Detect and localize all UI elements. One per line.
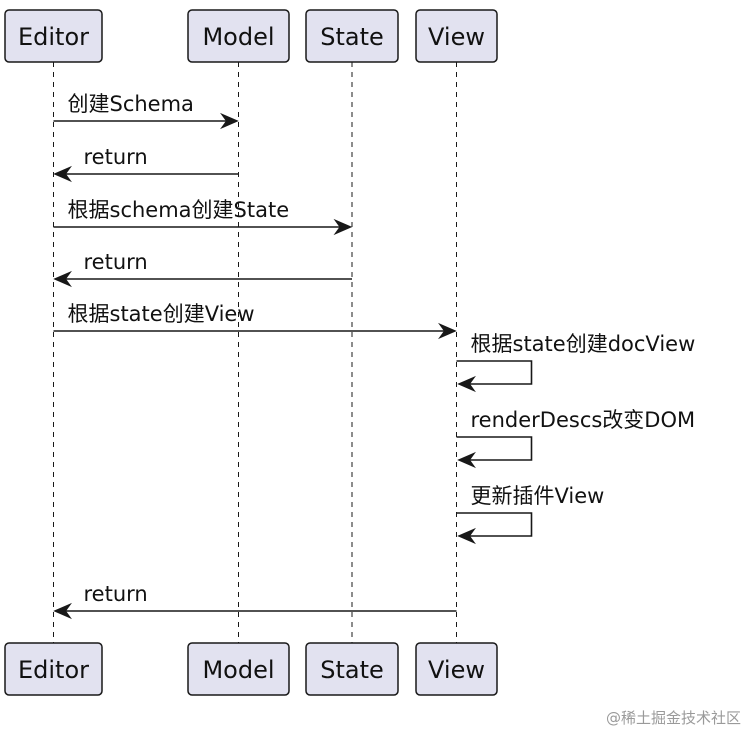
message-9: return [53, 582, 457, 620]
message-3: 根据schema创建State [53, 198, 353, 236]
message-label: return [84, 582, 148, 606]
watermark: @稀土掘金技术社区 [606, 709, 741, 727]
participants-top: Editor Model State View [4, 9, 498, 63]
participant-box-state-top [305, 9, 399, 63]
messages: 创建Schema return 根据schema创建State return 根据sta… [53, 92, 696, 620]
message-8: 更新插件View [456, 484, 605, 545]
arrow-head [53, 165, 72, 183]
participant-label-state-bottom: State [320, 656, 384, 684]
message-arrow-line [456, 512, 533, 537]
participant-box-model-top [187, 9, 290, 63]
message-5: 根据state创建View [53, 302, 457, 340]
arrow-head [457, 527, 476, 545]
arrow-head [457, 375, 476, 393]
arrow-head [438, 322, 457, 340]
message-arrow-line [456, 436, 533, 461]
message-4: return [53, 250, 352, 288]
message-1: 创建Schema [53, 92, 239, 130]
participant-label-model-top: Model [202, 23, 274, 51]
participant-label-editor-bottom: Editor [18, 656, 89, 684]
message-label: return [84, 250, 148, 274]
participant-label-state-top: State [320, 23, 384, 51]
arrow-head [53, 602, 72, 620]
lifelines [53, 62, 457, 643]
participant-box-model-bottom [187, 642, 290, 696]
message-6: 根据state创建docView [456, 332, 696, 393]
message-2: return [53, 145, 239, 183]
participant-label-model-bottom: Model [202, 656, 274, 684]
participant-box-editor-top [4, 9, 103, 63]
message-label: 根据schema创建State [68, 198, 290, 222]
participant-box-editor-bottom [4, 642, 103, 696]
participant-box-state-bottom [305, 642, 399, 696]
participant-box-view-top [415, 9, 498, 63]
message-label: 创建Schema [68, 92, 194, 116]
participants-bottom: Editor Model State View [4, 642, 498, 696]
message-7: renderDescs改变DOM [456, 408, 696, 469]
participant-label-view-top: View [428, 23, 485, 51]
message-label: return [84, 145, 148, 169]
message-label: renderDescs改变DOM [471, 408, 696, 432]
arrow-head [457, 451, 476, 469]
participant-box-view-bottom [415, 642, 498, 696]
arrow-head [53, 270, 72, 288]
arrow-head [220, 112, 239, 130]
message-label: 根据state创建docView [471, 332, 696, 356]
message-arrow-line [456, 360, 533, 385]
message-label: 更新插件View [471, 484, 605, 508]
message-label: 根据state创建View [68, 302, 255, 326]
participant-label-editor-top: Editor [18, 23, 89, 51]
participant-label-view-bottom: View [428, 656, 485, 684]
arrow-head [333, 218, 353, 236]
